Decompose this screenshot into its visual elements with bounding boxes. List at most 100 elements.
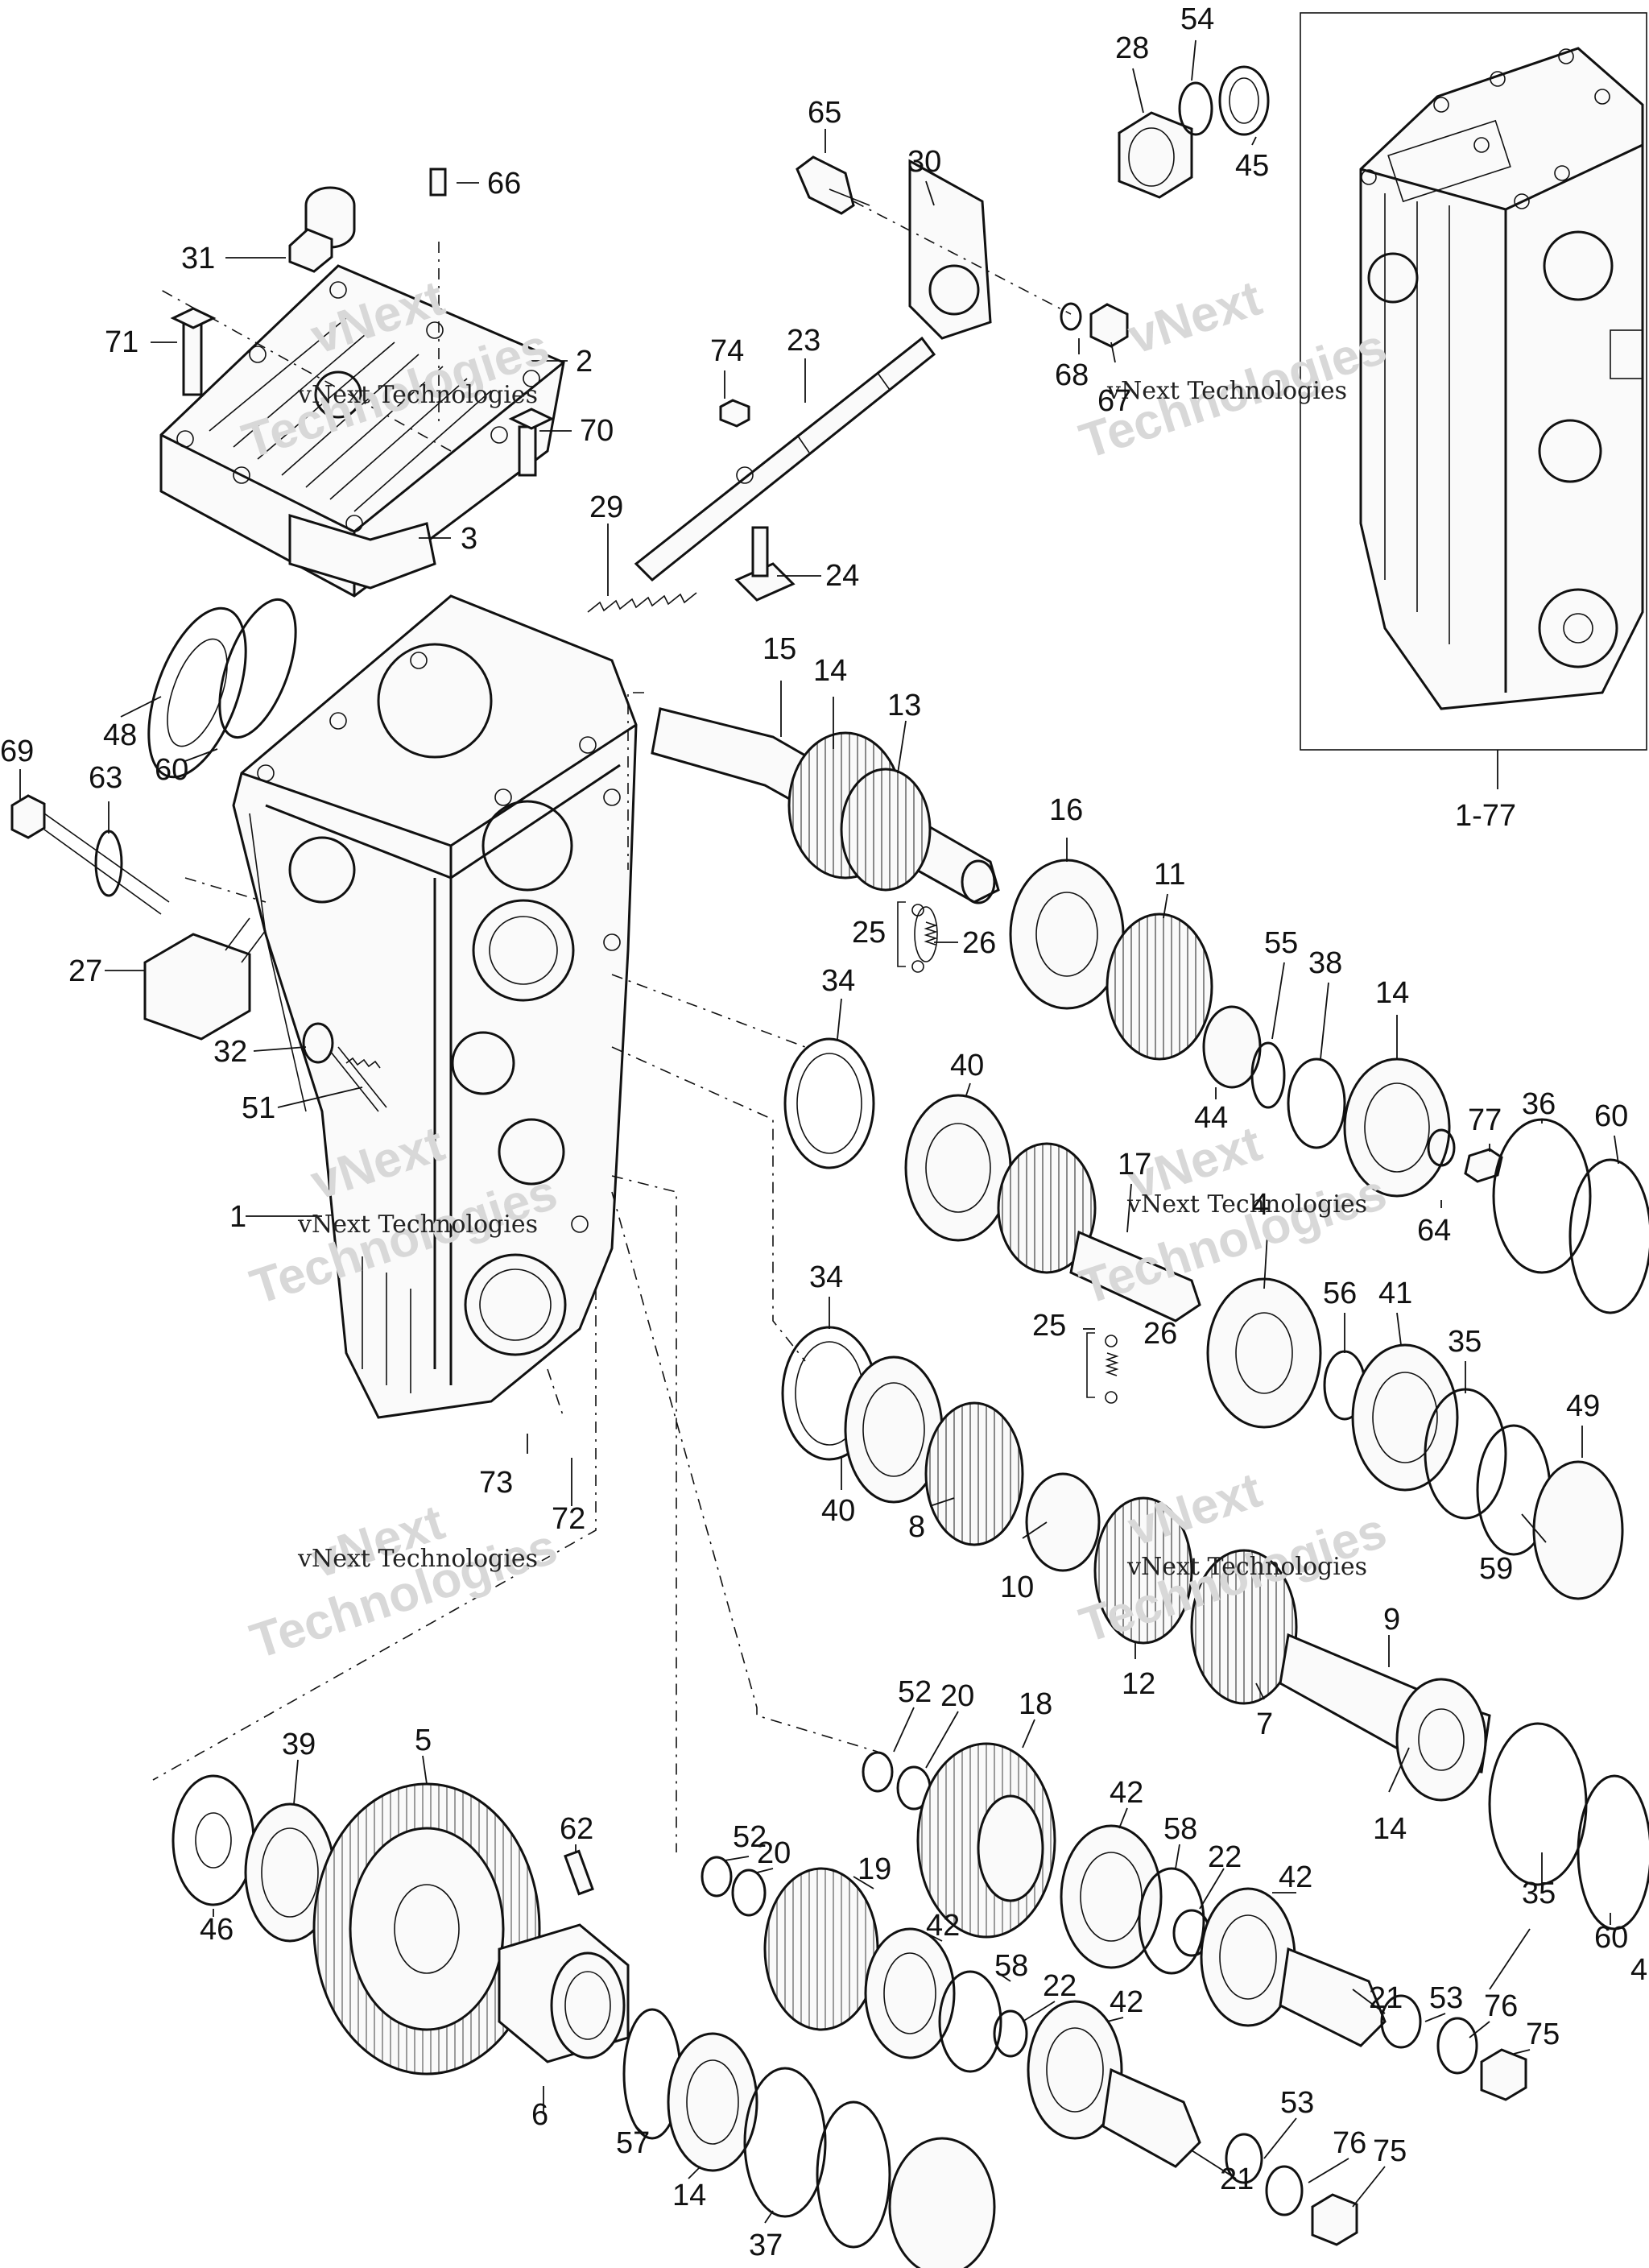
callout-26: 26 [1143,1317,1177,1351]
callout-60: 60 [155,753,188,787]
callout-60: 60 [1594,1099,1628,1133]
watermark-text: vNext Technologies [297,1545,538,1573]
callout-28: 28 [1115,31,1149,65]
callout-52: 52 [898,1675,932,1709]
callout-35: 35 [1522,1877,1556,1910]
upper-hardware [170,65,1270,477]
callout-13: 13 [887,689,921,722]
detent-springs [897,901,1119,1404]
callout-38: 38 [1308,946,1342,980]
callout-75: 75 [1526,2018,1560,2051]
callout-60: 60 [1594,1921,1628,1955]
callout-6: 6 [531,2098,548,2132]
callout-37: 37 [749,2229,783,2262]
assembly-inset [1300,12,1647,789]
callout-18: 18 [1019,1687,1052,1721]
callout-34: 34 [809,1260,843,1294]
callout-56: 56 [1323,1277,1357,1310]
callout-32: 32 [213,1035,247,1069]
callout-66: 66 [487,167,521,201]
watermark-text: vNext [1122,271,1268,366]
top-cover [159,186,565,598]
callout-24: 24 [825,559,859,593]
callout-45: 45 [1235,149,1269,183]
callout-69: 69 [0,735,34,768]
callout-14: 14 [672,2179,706,2212]
callout-25: 25 [852,916,886,950]
callout-58: 58 [1163,1812,1197,1846]
callout-52: 52 [733,1820,767,1854]
callout-47: 47 [1630,1953,1649,1987]
watermark-text: vNext Technologies [297,1211,538,1239]
callout-73: 73 [479,1466,513,1500]
callout-63: 63 [89,761,122,795]
callout-30: 30 [907,145,941,179]
callout-76: 76 [1484,1989,1518,2023]
callout-75: 75 [1373,2134,1407,2168]
callout-20: 20 [940,1679,974,1713]
callout-68: 68 [1055,358,1089,392]
callout-14: 14 [1373,1812,1407,1846]
callout-62: 62 [560,1812,593,1846]
watermark-top-right: vNext Technologies vNext Technologies [1073,271,1393,470]
callout-72: 72 [552,1502,585,1536]
callout-19: 19 [858,1852,891,1886]
callout-1: 1 [229,1200,246,1234]
callout-2: 2 [576,345,593,379]
callout-40: 40 [950,1049,984,1082]
watermark-text: vNext Technologies [297,381,538,409]
callout-4: 4 [1252,1188,1269,1222]
callout-55: 55 [1264,926,1298,960]
callout-59: 59 [1479,1552,1513,1586]
callout-8: 8 [908,1510,925,1544]
reverse-shaft-assemblies [701,1742,1527,2246]
callout-23: 23 [787,324,820,358]
watermark-text: vNext Technologies [1126,1553,1367,1581]
callout-3: 3 [461,522,477,556]
callout-31: 31 [181,242,215,275]
callout-67: 67 [1097,384,1131,418]
callout-44: 44 [1194,1101,1228,1135]
callout-27: 27 [68,954,102,988]
callout-14: 14 [813,654,847,688]
input-shaft-assembly [651,707,1649,1314]
callout-36: 36 [1522,1087,1556,1121]
callout-25: 25 [1032,1309,1066,1343]
callout-22: 22 [1043,1969,1077,2003]
callout-5: 5 [415,1724,432,1757]
left-hardware [10,598,387,1112]
callout-14: 14 [1375,976,1409,1010]
callout-74: 74 [710,334,744,368]
callout-17: 17 [1118,1148,1151,1182]
watermark-text: vNext Technologies [1106,377,1347,405]
output-shaft-assembly [172,1774,996,2268]
callout-35: 35 [1448,1325,1482,1359]
callout-26: 26 [962,926,996,960]
callout-64: 64 [1417,1214,1451,1248]
callout-15: 15 [763,632,796,666]
callout-53: 53 [1429,1981,1463,2015]
shift-shaft [587,336,936,613]
callout-29: 29 [589,490,623,524]
callout-40: 40 [821,1494,855,1528]
callout-11: 11 [1154,858,1185,892]
callout-9: 9 [1383,1603,1400,1637]
watermark-text: vNext Technologies [1126,1190,1367,1219]
callout-46: 46 [200,1913,234,1947]
callout-42: 42 [926,1909,960,1943]
callout-1-77: 1-77 [1455,799,1516,833]
callout-21: 21 [1220,2162,1254,2196]
callout-20: 20 [757,1836,791,1870]
callout-42: 42 [1110,1776,1143,1810]
alignment-lines [152,201,1072,1852]
leader-lines [19,39,1619,2224]
callout-54: 54 [1180,2,1214,36]
callout-49: 49 [1566,1389,1600,1423]
callout-16: 16 [1049,793,1083,827]
callout-42: 42 [1279,1860,1312,1894]
callout-71: 71 [105,325,138,359]
callout-12: 12 [1122,1667,1155,1701]
callout-41: 41 [1378,1277,1412,1310]
